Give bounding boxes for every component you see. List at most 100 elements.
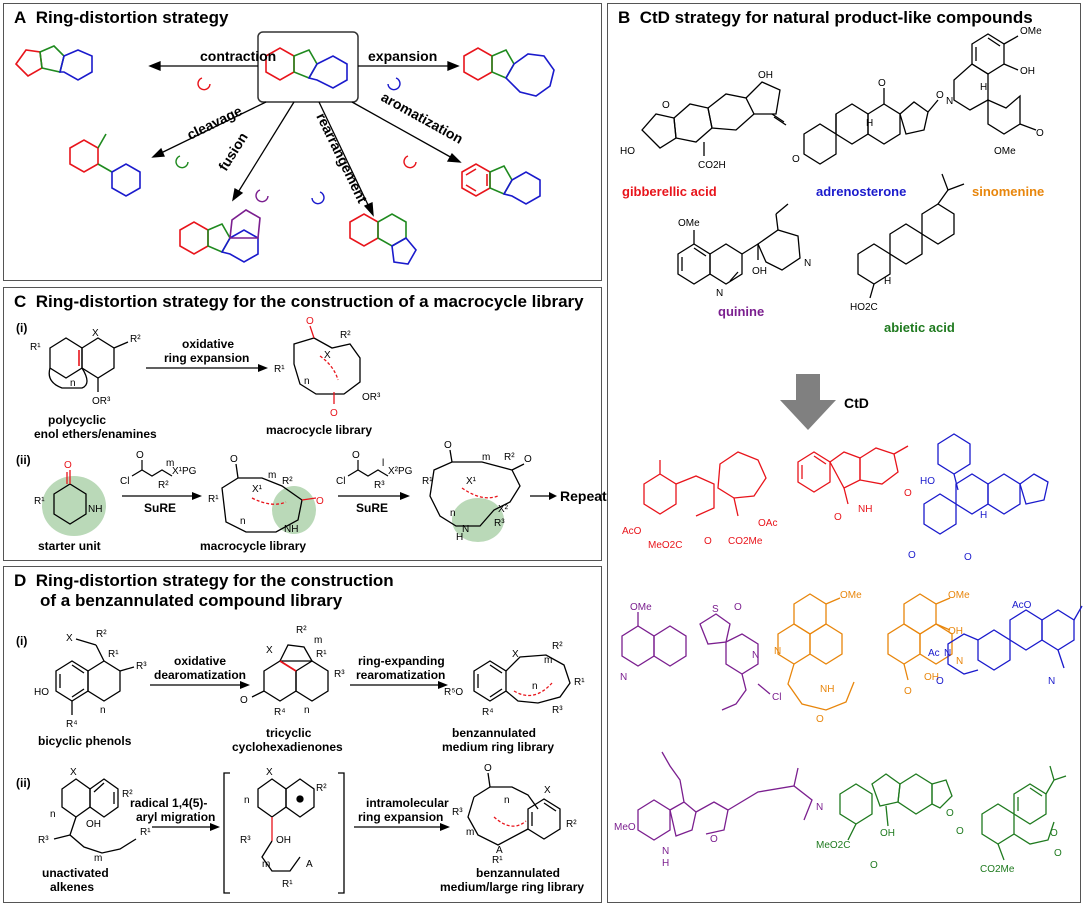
- panel-a: A Ring-distortion strategy contraction e…: [3, 3, 602, 281]
- svg-text:n: n: [70, 378, 76, 389]
- svg-text:Ac: Ac: [928, 648, 940, 659]
- svg-text:n: n: [100, 705, 106, 716]
- svg-text:O: O: [316, 496, 324, 507]
- svg-text:X: X: [66, 633, 73, 644]
- svg-text:OH: OH: [86, 819, 101, 830]
- svg-text:N: N: [816, 802, 823, 813]
- svg-text:R¹: R¹: [108, 649, 119, 660]
- svg-text:R³: R³: [240, 835, 251, 846]
- abietic-derivative-1: [839, 773, 953, 841]
- svg-text:CO2Me: CO2Me: [980, 864, 1015, 875]
- svg-text:OR³: OR³: [92, 396, 111, 407]
- c-ii-start-name: starter unit: [38, 539, 101, 553]
- adrenosterone-structure: [803, 88, 939, 165]
- panel-b-scheme: O OH HO CO2H gibberellic acid O O O H ad…: [614, 26, 1083, 875]
- svg-text:tricyclic: tricyclic: [266, 726, 312, 740]
- svg-text:X: X: [92, 328, 99, 339]
- svg-text:O: O: [64, 460, 72, 471]
- svg-text:NH: NH: [858, 504, 872, 515]
- svg-text:(i): (i): [16, 634, 27, 648]
- svg-text:N: N: [1048, 676, 1055, 687]
- svg-text:N: N: [804, 258, 811, 269]
- svg-text:R²: R²: [122, 789, 133, 800]
- svg-text:R¹: R¹: [492, 855, 503, 866]
- svg-text:O: O: [136, 450, 144, 461]
- adrenosterone-name: adrenosterone: [816, 184, 906, 199]
- svg-text:MeO2C: MeO2C: [816, 840, 850, 851]
- panel-d-title-2: of a benzannulated compound library: [40, 591, 343, 610]
- svg-text:R²: R²: [566, 819, 577, 830]
- svg-text:OH: OH: [948, 626, 963, 637]
- gibberellic-derivative: [643, 451, 767, 517]
- core-box: [257, 31, 359, 103]
- svg-text:O: O: [878, 78, 886, 89]
- svg-text:X: X: [70, 767, 77, 778]
- svg-text:O: O: [352, 450, 360, 461]
- svg-text:m: m: [94, 853, 102, 864]
- svg-text:radical 1,4(5)-: radical 1,4(5)-: [130, 796, 207, 810]
- svg-text:n: n: [450, 508, 456, 519]
- svg-text:OMe: OMe: [840, 590, 862, 601]
- svg-text:OMe: OMe: [678, 218, 700, 229]
- svg-text:n: n: [304, 705, 310, 716]
- svg-text:m: m: [482, 452, 490, 463]
- svg-text:R⁴: R⁴: [274, 707, 286, 718]
- svg-text:R¹: R¹: [316, 649, 327, 660]
- svg-text:O: O: [1036, 128, 1044, 139]
- ctd-label: CtD: [844, 395, 869, 411]
- svg-text:S: S: [712, 604, 719, 615]
- c-i-product-name: macrocycle library: [266, 423, 372, 437]
- sinomenine-derivative-2: [887, 593, 953, 681]
- panel-d-title-1: D Ring-distortion strategy for the const…: [14, 571, 394, 590]
- svg-text:R³: R³: [38, 835, 49, 846]
- svg-text:O: O: [816, 714, 824, 725]
- svg-text:cyclohexadienones: cyclohexadienones: [232, 740, 343, 754]
- svg-text:O: O: [524, 454, 532, 465]
- svg-text:X¹PG: X¹PG: [172, 466, 197, 477]
- svg-text:R¹: R¹: [422, 476, 433, 487]
- svg-text:HO: HO: [34, 687, 49, 698]
- svg-text:O: O: [792, 154, 800, 165]
- svg-text:CO2Me: CO2Me: [728, 536, 763, 547]
- svg-text:R³: R³: [374, 480, 385, 491]
- svg-text:N: N: [956, 656, 963, 667]
- svg-text:OH: OH: [758, 70, 773, 81]
- quinine-derivative-1: [621, 612, 771, 711]
- panel-a-scheme: contraction expansion cleavage fusion re…: [14, 31, 555, 265]
- svg-text:R¹: R¹: [34, 496, 45, 507]
- svg-text:H: H: [866, 118, 873, 129]
- sinomenine-name: sinomenine: [972, 184, 1044, 199]
- label-rearrangement: rearrangement: [313, 110, 371, 205]
- svg-text:R²: R²: [282, 476, 293, 487]
- c-ii-tag: (ii): [16, 453, 31, 467]
- svg-text:R¹: R¹: [574, 677, 585, 688]
- svg-text:R¹: R¹: [274, 364, 285, 375]
- svg-text:O: O: [870, 860, 878, 871]
- svg-text:OMe: OMe: [630, 602, 652, 613]
- svg-text:OMe: OMe: [1020, 26, 1042, 37]
- svg-text:n: n: [244, 795, 250, 806]
- svg-text:O: O: [710, 834, 718, 845]
- svg-text:n: n: [504, 795, 510, 806]
- svg-text:R³: R³: [136, 661, 147, 672]
- svg-text:OH: OH: [924, 672, 939, 683]
- label-expansion: expansion: [368, 48, 437, 64]
- svg-text:Cl: Cl: [772, 692, 781, 703]
- c-ii-reagent-2: SuRE: [356, 501, 388, 515]
- svg-text:OAc: OAc: [758, 518, 777, 529]
- svg-text:(ii): (ii): [16, 776, 31, 790]
- svg-text:l: l: [382, 458, 384, 469]
- c-ii-product-name: macrocycle library: [200, 539, 306, 553]
- quinine-derivative-2: [637, 751, 813, 841]
- sinomenine-structure: [953, 33, 1037, 135]
- svg-text:n: n: [532, 681, 538, 692]
- c-ii-reagent-1: SuRE: [144, 501, 176, 515]
- svg-text:H: H: [980, 510, 987, 521]
- svg-text:N: N: [944, 648, 951, 659]
- svg-text:benzannulated: benzannulated: [452, 726, 536, 740]
- svg-text:OMe: OMe: [994, 146, 1016, 157]
- svg-text:O: O: [306, 316, 314, 327]
- svg-text:X¹: X¹: [466, 476, 477, 487]
- svg-text:X¹: X¹: [252, 484, 263, 495]
- svg-text:n: n: [50, 809, 56, 820]
